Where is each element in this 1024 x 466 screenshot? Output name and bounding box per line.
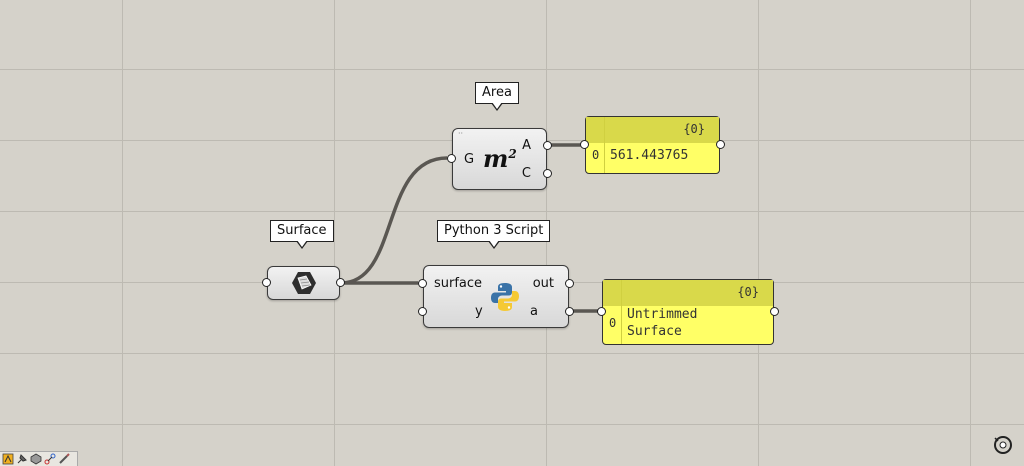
area-panel-value: 561.443765 (610, 148, 689, 163)
area-output-grip-c[interactable] (543, 169, 552, 178)
area-input-grip-g[interactable] (447, 154, 456, 163)
area-component[interactable]: ·· G m2 A C (447, 128, 552, 190)
area-panel-output-grip[interactable] (716, 140, 725, 149)
area-panel-header: {0} (586, 117, 719, 143)
area-panel-index: 0 (592, 148, 600, 162)
canvas-navigation-icon[interactable] (992, 434, 1014, 456)
area-output-grip-a[interactable] (543, 141, 552, 150)
link-icon[interactable] (44, 453, 56, 465)
python-logo-icon (491, 283, 519, 311)
python-panel-value-line1: Untrimmed (627, 307, 698, 322)
python-panel-divider (621, 280, 622, 344)
python-output-out[interactable]: out (532, 276, 554, 291)
python-input-grip-y[interactable] (418, 307, 427, 316)
area-symbol: m2 (483, 144, 517, 173)
brush-icon[interactable] (58, 453, 70, 465)
python-panel-path: {0} (737, 285, 759, 299)
python-panel-output-grip[interactable] (770, 307, 779, 316)
area-panel-divider (604, 117, 605, 173)
surface-param[interactable] (262, 266, 345, 300)
area-panel-path: {0} (683, 122, 705, 136)
area-tag: Area (475, 82, 519, 111)
python-panel-header: {0} (603, 280, 773, 306)
shape-icon[interactable] (30, 453, 42, 465)
area-input-g[interactable]: G (464, 152, 475, 167)
python-input-y[interactable]: y (475, 304, 483, 319)
surface-tag: Surface (270, 220, 334, 249)
area-symbol-sup: 2 (508, 147, 517, 161)
area-panel-input-grip[interactable] (580, 140, 589, 149)
area-output-c[interactable]: C (521, 166, 531, 181)
area-tag-label: Area (482, 85, 512, 100)
area-panel[interactable]: {0} 0 561.443765 (580, 116, 725, 174)
python-script-component[interactable]: surface y out a (418, 265, 574, 328)
python-output-a[interactable]: a (530, 304, 538, 319)
canvas-footer-toolbar (0, 451, 78, 466)
surface-input-grip[interactable] (262, 278, 271, 287)
surface-output-grip[interactable] (336, 278, 345, 287)
python-tag: Python 3 Script (437, 220, 551, 249)
python-panel[interactable]: {0} 0 Untrimmed Surface (597, 279, 779, 345)
area-symbol-m: m (483, 144, 509, 173)
plugin-icon[interactable] (2, 453, 14, 465)
python-panel-index: 0 (609, 316, 617, 330)
python-output-grip-out[interactable] (565, 279, 574, 288)
python-output-grip-a[interactable] (565, 307, 574, 316)
surface-tag-label: Surface (277, 223, 327, 238)
python-panel-value-line2: Surface (627, 324, 682, 339)
area-output-a[interactable]: A (522, 138, 531, 153)
python-input-grip-surface[interactable] (418, 279, 427, 288)
python-input-surface[interactable]: surface (434, 276, 483, 291)
pin-icon[interactable] (16, 453, 28, 465)
component-mark: ·· (458, 129, 464, 138)
surface-param-icon (292, 272, 316, 294)
python-panel-input-grip[interactable] (597, 307, 606, 316)
python-tag-label: Python 3 Script (444, 223, 544, 238)
